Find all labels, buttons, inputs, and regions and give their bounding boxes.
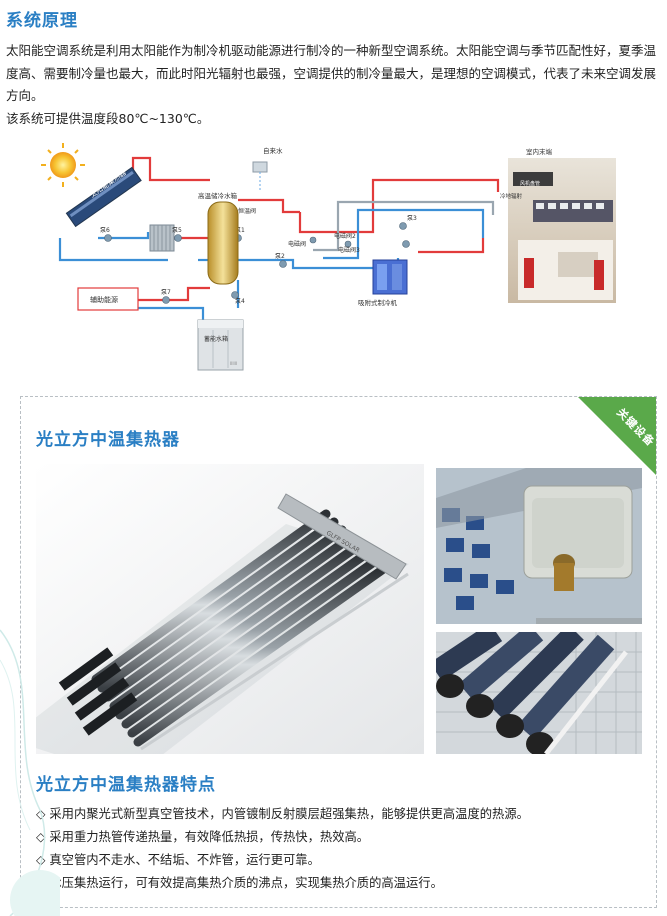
manifold-photo: [436, 468, 642, 624]
vacuum-tube: [109, 533, 355, 711]
vacuum-tube: [91, 509, 331, 684]
section-title: 系统原理: [6, 11, 78, 31]
storage-tank: [207, 201, 239, 285]
product-title: 光立方中温集热器: [36, 430, 180, 450]
vacuum-tube: [127, 557, 379, 738]
chiller-label: 吸附式制冷机: [358, 298, 398, 307]
svg-text:泵1: 泵1: [235, 227, 245, 234]
vacuum-tube: [121, 549, 371, 729]
solar-collector: [65, 166, 142, 228]
floor-rad-label: 冷地辐射: [500, 192, 523, 200]
energy-tank-label: 蓄能水箱: [204, 335, 228, 343]
aux-energy-label: 辅助能源: [90, 295, 118, 304]
tap-water-label: 自来水: [263, 146, 283, 155]
svg-text:泵7: 泵7: [161, 289, 171, 296]
svg-text:电磁阀: 电磁阀: [288, 240, 306, 248]
system-diagram: 太阳能集热器 泵6 泵5 泵7 泵1 泵2 泵4 泵3 电磁阀 电磁阀2 电磁阀…: [41, 143, 616, 371]
svg-text:泵2: 泵2: [275, 253, 285, 260]
vacuum-tube: [133, 565, 387, 747]
badge: 关键设备: [578, 397, 656, 475]
list-item: ◇ 采用重力热管传递热量，有效降低热损，传热快，热效高。: [36, 830, 370, 844]
svg-text:IIIIII: IIIIII: [230, 361, 237, 366]
product-image: GLFP SOLAR: [36, 464, 424, 754]
intro-range: 该系统可提供温度段80℃~130℃。: [6, 110, 210, 126]
intro-paragraph: 太阳能空调系统是利用太阳能作为制冷机驱动能源进行制冷的一种新型空调系统。太阳能空…: [6, 43, 657, 103]
svg-text:泵5: 泵5: [172, 227, 182, 234]
tap-water: [252, 161, 268, 190]
vacuum-tube: [115, 541, 363, 720]
energy-storage-tank: [197, 319, 244, 371]
tubes-photo: [436, 632, 642, 754]
svg-text:电磁阀2: 电磁阀2: [334, 232, 356, 240]
svg-text:恒温阀: 恒温阀: [238, 207, 256, 215]
chiller: [372, 259, 408, 295]
list-item: ◇ 真空管内不走水、不结垢、不炸管，运行更可靠。: [36, 853, 320, 867]
vacuum-tube: [103, 525, 347, 702]
svg-text:泵4: 泵4: [235, 298, 245, 305]
vacuum-tube: [97, 517, 339, 693]
svg-text:泵6: 泵6: [100, 227, 110, 234]
features-title: 光立方中温集热器特点: [36, 775, 216, 795]
heat-exchanger: [149, 224, 175, 252]
fan-coil-label: 风机盘管: [520, 180, 540, 187]
list-item: ◇ 采用内聚光式新型真空管技术，内管镀制反射膜层超强集热，能够提供更高温度的热源…: [36, 807, 529, 821]
indoor-scene: [508, 158, 616, 303]
tank-label: 高温储冷水箱: [198, 191, 238, 200]
indoor-label: 室内末端: [526, 147, 553, 156]
svg-text:电磁阀3: 电磁阀3: [338, 246, 360, 254]
sun-icon: [41, 143, 85, 187]
list-item: ◇ 承压集热运行，可有效提高集热介质的沸点，实现集热介质的高温运行。: [36, 876, 443, 890]
feature-card: 关键设备: [20, 396, 657, 908]
aux-energy-box: [77, 287, 139, 311]
feature-list: ◇ 采用内聚光式新型真空管技术，内管镀制反射膜层超强集热，能够提供更高温度的热源…: [36, 803, 636, 895]
svg-text:泵3: 泵3: [407, 215, 417, 222]
decorative-swirl: [0, 629, 60, 916]
intro-text: 太阳能空调系统是利用太阳能作为制冷机驱动能源进行制冷的一种新型空调系统。太阳能空…: [6, 40, 662, 130]
